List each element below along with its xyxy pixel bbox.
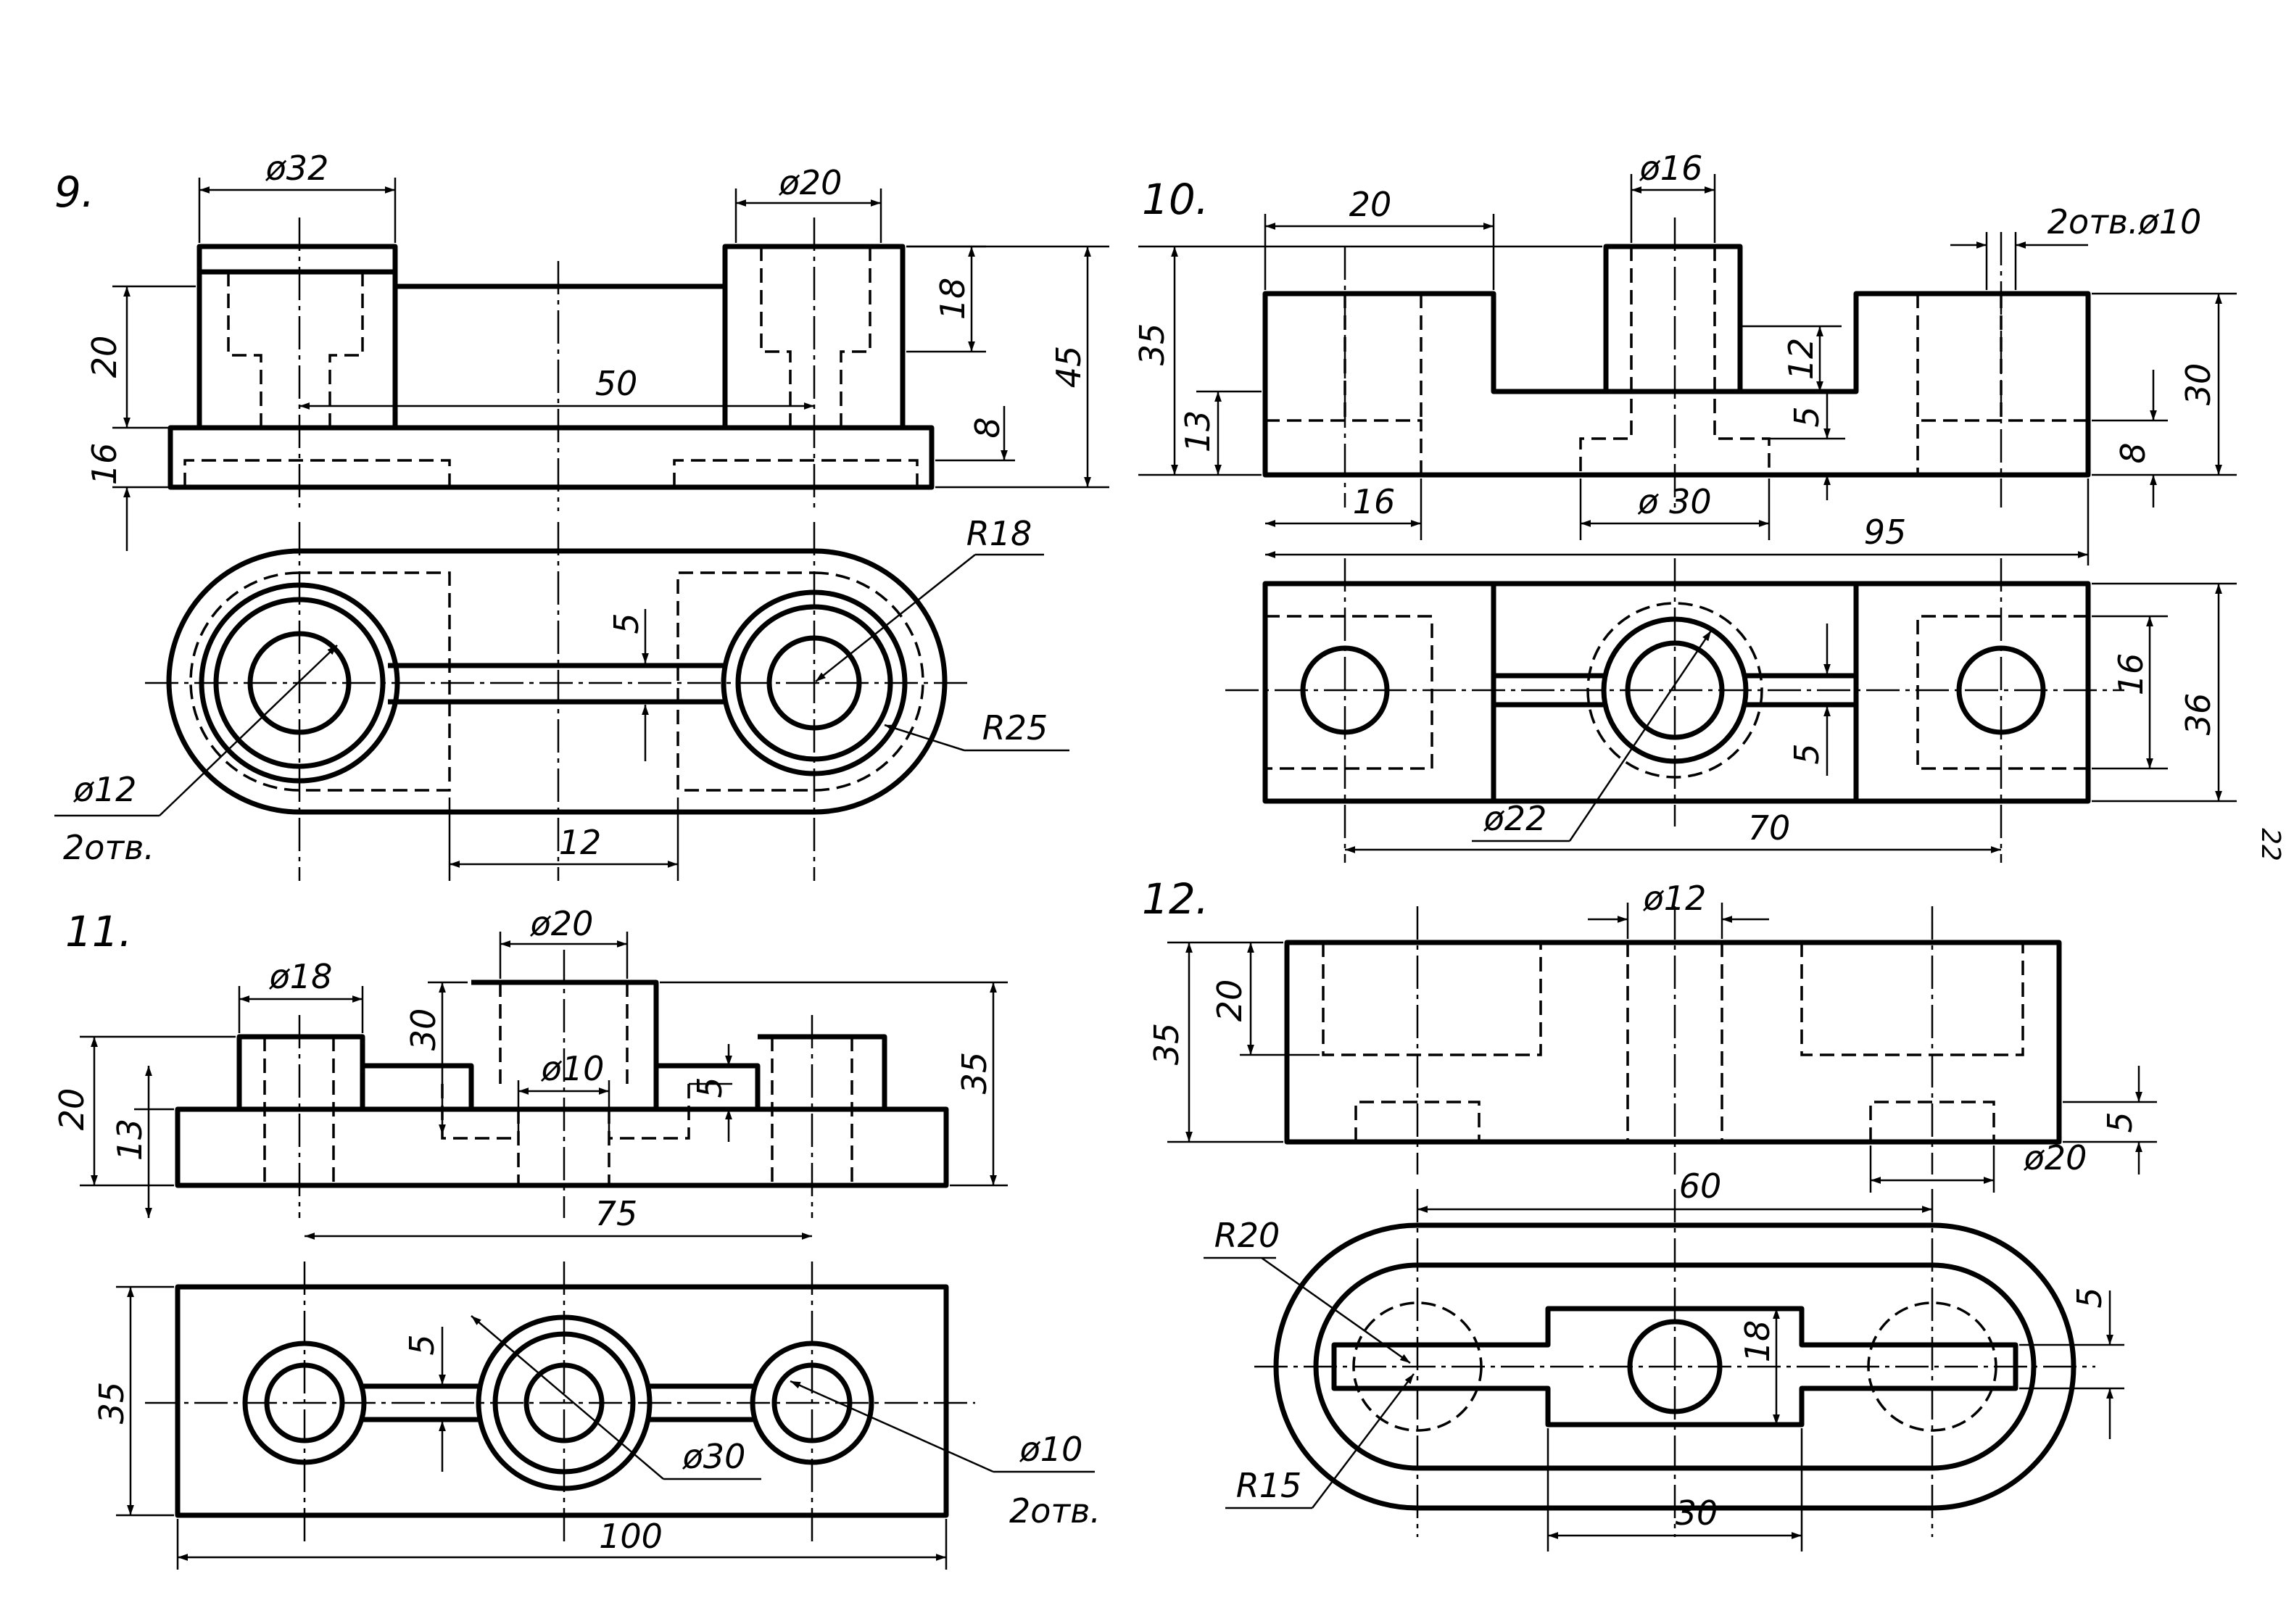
dim-h-total: 35 — [1147, 1023, 1186, 1066]
dim-r-outer: R20 — [1214, 1216, 1280, 1255]
dimensions: ø20 ø18 30 ø10 35 20 13 5 75 — [52, 904, 1101, 1570]
drawing-number: 9. — [54, 167, 94, 217]
plan-view — [145, 1262, 975, 1544]
page-number: 22 — [2256, 828, 2285, 861]
drawing-11: 11. — [52, 904, 1101, 1570]
dim-d-top: ø12 — [1643, 879, 1707, 918]
dim-width: 36 — [2179, 693, 2218, 736]
drawing-number: 11. — [65, 907, 132, 956]
dim-slot: 5 — [607, 613, 646, 634]
dim-h-center: 30 — [404, 1008, 443, 1051]
drawing-number: 12. — [1142, 874, 1209, 924]
dim-hole-qty: 2отв. — [63, 828, 154, 867]
plan-view — [1225, 558, 2124, 863]
dim-d-center: ø20 — [530, 904, 594, 943]
dim-d-inner: ø22 — [1483, 799, 1547, 838]
dim-window: 30 — [1676, 1494, 1718, 1533]
dim-d-right-boss: ø20 — [779, 163, 842, 202]
dim-w-slot: 16 — [2111, 653, 2150, 696]
dim-h-left: 20 — [52, 1088, 91, 1131]
dim-holes-qty: 2отв. — [1009, 1491, 1101, 1530]
dim-slot-w: 5 — [2070, 1287, 2109, 1308]
drawing-number: 10. — [1142, 175, 1209, 224]
dim-d-holes: ø10 — [1019, 1430, 1083, 1469]
dim-w-bottom: 16 — [1353, 482, 1396, 521]
dim-r-inner: R15 — [1236, 1466, 1302, 1505]
dim-h-base: 8 — [2113, 442, 2153, 463]
dim-r-inner: R18 — [966, 514, 1032, 553]
front-view — [1262, 218, 2091, 508]
front-view — [1284, 906, 2062, 1174]
front-view — [175, 950, 949, 1218]
dim-span: 50 — [595, 364, 638, 403]
dim-h-slot: 5 — [2100, 1111, 2140, 1132]
dim-hole: ø12 — [73, 770, 137, 809]
dim-slot: 5 — [402, 1334, 442, 1355]
dim-h-left: 20 — [85, 336, 124, 378]
dim-slot-len: 12 — [559, 823, 602, 862]
drawing-12: 12. ø12 — [1142, 874, 2157, 1552]
dim-h-base: 13 — [110, 1119, 149, 1161]
plan-view — [1254, 1189, 2095, 1537]
dim-h-right: 30 — [2179, 363, 2218, 406]
dimensions: ø12 35 20 5 ø20 60 R20 5 18 — [1147, 879, 2157, 1552]
drawing-10: 10. — [1132, 149, 2237, 863]
dimensions: ø32 ø20 18 45 20 16 50 8 R18 — [54, 149, 1109, 881]
dim-d-ring: ø30 — [682, 1437, 746, 1476]
dim-h-slot: 5 — [1787, 406, 1826, 427]
dim-h-base: 16 — [85, 443, 124, 486]
dim-h-total: 45 — [1049, 346, 1088, 389]
plan-view — [145, 522, 968, 881]
dim-h-right-boss: 18 — [933, 278, 972, 320]
dim-holes: 2отв.ø10 — [2047, 202, 2202, 241]
dim-d-left-boss: ø32 — [265, 149, 329, 188]
dim-d-left: ø18 — [269, 957, 333, 996]
front-view — [167, 218, 935, 511]
dim-h-step: 13 — [1178, 410, 1217, 453]
dim-h-total: 35 — [955, 1052, 994, 1095]
dim-h-step: 8 — [968, 417, 1007, 438]
dimensions: 20 ø16 2отв.ø10 35 13 12 30 5 — [1132, 149, 2237, 853]
dim-w-left: 20 — [1349, 185, 1392, 224]
dim-width: 35 — [92, 1382, 131, 1425]
dim-slot: 5 — [1787, 743, 1826, 764]
dim-length: 100 — [599, 1517, 663, 1556]
dim-h-top: 20 — [1210, 979, 1249, 1022]
drawing-9: 9. — [54, 149, 1109, 881]
dim-h-step: 5 — [690, 1077, 729, 1098]
dim-length: 95 — [1864, 513, 1907, 552]
dim-holes-span: 70 — [1748, 808, 1791, 848]
dim-width: 18 — [1738, 1320, 1777, 1363]
dim-h-total: 35 — [1132, 323, 1172, 366]
dim-h-mid: 12 — [1781, 338, 1821, 381]
dim-d-bore: ø 30 — [1637, 482, 1711, 521]
dim-span: 75 — [595, 1194, 638, 1233]
dim-span: 60 — [1679, 1167, 1722, 1206]
dim-d-bore: ø10 — [541, 1049, 605, 1088]
dim-r-outer: R25 — [982, 708, 1048, 747]
dim-d-recess: ø20 — [2024, 1138, 2087, 1177]
dim-d-boss: ø16 — [1639, 149, 1703, 188]
